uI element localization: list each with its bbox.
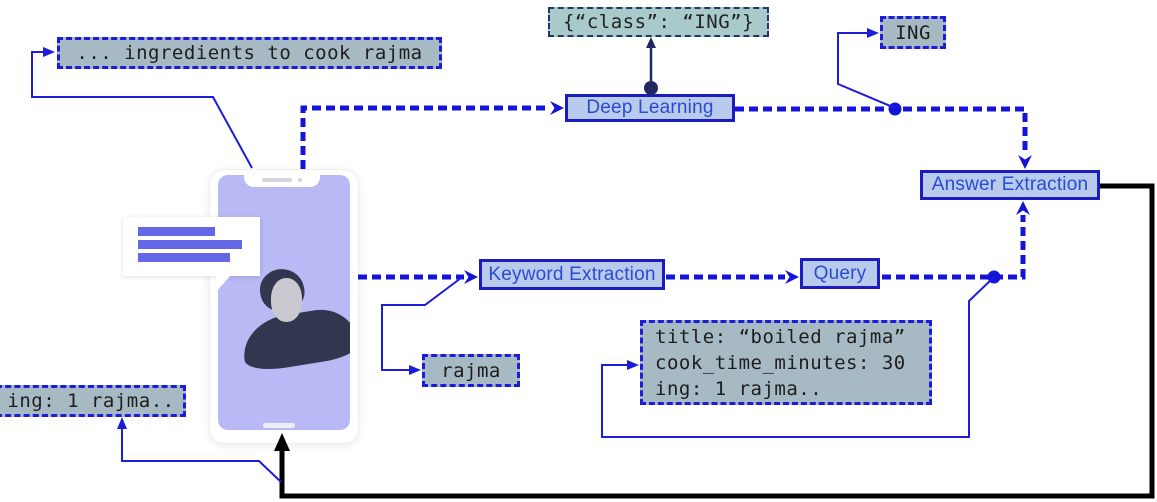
- arrow-deep-learning-to-answer-extraction: [735, 106, 1032, 169]
- user-query-box: ... ingredients to cook rajma: [57, 37, 442, 69]
- deep-learning-box: Deep Learning: [565, 94, 735, 122]
- phone-screen: [218, 175, 350, 430]
- answer-box: ing: 1 rajma..: [0, 385, 186, 417]
- chat-bubble-icon: [123, 217, 260, 292]
- arrow-query-to-answer-extraction: [882, 201, 1030, 280]
- record-title-line: title: “boiled rajma”: [655, 325, 906, 348]
- arrow-phone-to-user-query: [31, 47, 253, 169]
- camera-icon: [298, 178, 302, 182]
- chat-text-bar: [138, 253, 230, 262]
- speaker-icon: [262, 178, 292, 182]
- record-ing-line: ing: 1 rajma..: [655, 377, 823, 400]
- avatar-face: [271, 278, 302, 322]
- query-box: Query: [800, 258, 880, 289]
- home-indicator: [263, 423, 295, 428]
- chat-text-bar: [138, 227, 215, 236]
- junction-dot-top: [888, 102, 902, 116]
- smartphone-icon: [210, 170, 358, 443]
- chat-bubble-tail: [216, 275, 231, 292]
- keyword-box: rajma: [422, 354, 520, 387]
- ing-tag-box: ING: [880, 16, 946, 49]
- record-cooktime-line: cook_time_minutes: 30: [655, 351, 906, 374]
- keyword-extraction-box: Keyword Extraction: [479, 259, 665, 290]
- class-output-box: {“class”: “ING”}: [548, 7, 769, 37]
- arrow-phone-to-deep-learning: [300, 101, 564, 169]
- retrieved-record-box: title: “boiled rajma” cook_time_minutes:…: [640, 320, 932, 405]
- answer-extraction-box: Answer Extraction: [920, 170, 1100, 200]
- connector-dot-deep-learning: [644, 81, 658, 95]
- phone-notch: [244, 170, 320, 187]
- junction-dot-bottom: [987, 270, 1001, 284]
- chat-text-bar: [138, 240, 242, 249]
